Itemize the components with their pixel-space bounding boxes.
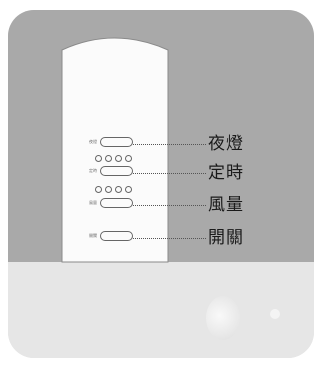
night-light-row: 夜燈 夜燈 bbox=[0, 134, 320, 154]
timer-indicator bbox=[95, 155, 102, 162]
speed-indicator bbox=[115, 186, 122, 193]
night-light-button[interactable] bbox=[100, 137, 133, 147]
power-row: 開關 開關 bbox=[0, 228, 320, 248]
timer-indicator bbox=[105, 155, 112, 162]
timer-button-label: 定時 bbox=[89, 168, 97, 173]
power-button-label: 開關 bbox=[89, 233, 97, 238]
night-light-callout: 夜燈 bbox=[208, 134, 244, 154]
fan-speed-leader-line bbox=[133, 205, 206, 206]
power-callout: 開關 bbox=[208, 228, 244, 248]
fan-speed-button[interactable] bbox=[100, 198, 133, 208]
timer-indicator bbox=[125, 155, 132, 162]
timer-row: 定時 定時 bbox=[0, 163, 320, 183]
fan-speed-callout: 風量 bbox=[208, 195, 244, 215]
product-reflection-highlight bbox=[206, 296, 240, 340]
night-light-button-label: 夜燈 bbox=[89, 139, 97, 144]
speed-indicator bbox=[95, 186, 102, 193]
panel-bottom-section bbox=[8, 262, 314, 358]
timer-leader-line bbox=[133, 173, 206, 174]
fan-speed-button-label: 風量 bbox=[89, 200, 97, 205]
timer-button[interactable] bbox=[100, 166, 133, 176]
timer-indicator-dots bbox=[95, 155, 132, 163]
product-reflection-dot bbox=[270, 309, 280, 319]
speed-indicator bbox=[105, 186, 112, 193]
remote-outline bbox=[61, 37, 169, 263]
speed-indicator-dots bbox=[95, 186, 132, 194]
timer-callout: 定時 bbox=[208, 163, 244, 183]
power-button[interactable] bbox=[100, 231, 133, 241]
night-light-leader-line bbox=[133, 144, 206, 145]
timer-indicator bbox=[115, 155, 122, 162]
fan-speed-row: 風量 風量 bbox=[0, 195, 320, 215]
power-leader-line bbox=[133, 238, 206, 239]
speed-indicator bbox=[125, 186, 132, 193]
